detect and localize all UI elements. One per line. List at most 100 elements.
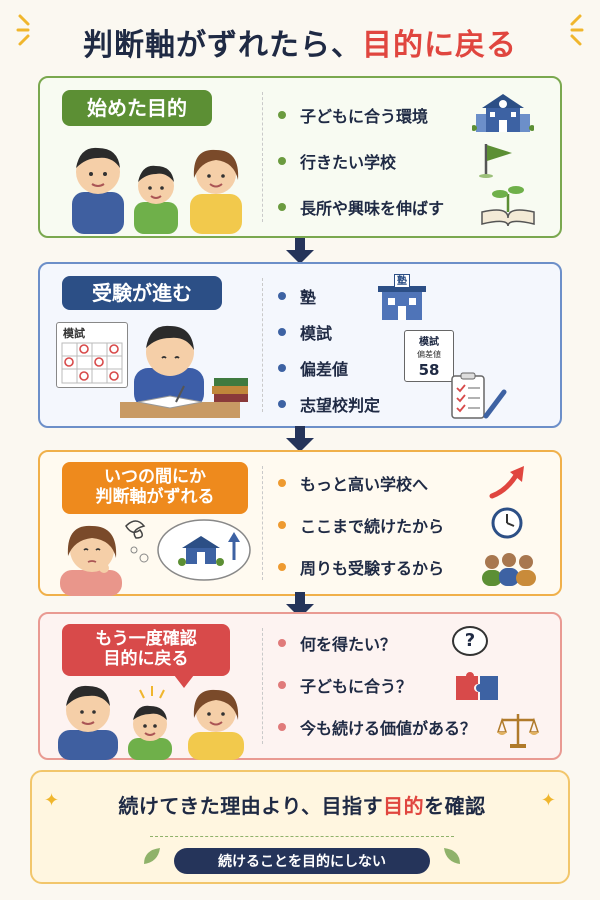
list-item: 模試 [278,314,380,350]
summary-text-after: を確認 [424,794,486,818]
sparkle-rays-icon [16,14,30,46]
summary-subtext: 続けることを目的にしない [174,848,430,874]
title-accent: 目的に戻る [362,28,517,63]
bullet-dot [278,681,286,689]
score-card-value: 58 [418,361,440,379]
item-text: ここまで続けたから [300,517,445,536]
item-text: 何を得たい？ [300,635,397,654]
bullet-dot [278,203,286,211]
bullet-dot [278,639,286,647]
clock-icon [491,507,523,539]
calendar-title: 模試 [63,327,85,340]
cram-school-sign: 塾 [394,274,410,288]
drift-section: いつの間にか 判断軸がずれる もっと高い学校へ ここまで続けたから 周りも受験す… [38,450,562,596]
calendar-board: 模試 [56,322,128,388]
bullet-dot [278,364,286,372]
leaf-icon [444,848,460,864]
drift-label-line1: いつの間にか [104,467,206,488]
list-item: 志望校判定 [278,386,380,422]
bullet-dot [278,521,286,529]
summary-text-accent: 目的 [383,794,425,818]
down-arrow-icon [286,426,314,452]
dashed-divider [150,836,454,837]
item-text: 塾 [300,288,317,307]
exam-list: 塾 模試 偏差値 志望校判定 [278,278,380,422]
sprout-book-icon [481,186,535,226]
rising-arrow-icon [489,466,524,499]
list-item: 塾 [278,278,380,314]
leaf-icon [144,848,160,864]
title-area: 判断軸がずれたら、目的に戻る [0,0,600,78]
bullet-dot [278,723,286,731]
section-divider [262,628,263,744]
section-divider [262,466,263,580]
sparkle-icon: ✦ [44,790,60,811]
list-item: 行きたい学校 [278,138,444,184]
purpose-list: 子どもに合う環境 行きたい学校 長所や興味を伸ばす [278,92,444,230]
summary-text: 続けてきた理由より、目指す目的を確認 [32,790,572,819]
exam-label: 受験が進む [62,276,222,310]
question-bubble-icon: ? [452,626,488,656]
family-illustration [72,147,242,234]
recheck-section: もう一度確認 目的に戻る 何を得たい？ 子どもに合う？ 今も続ける価値がある？ … [38,612,562,760]
recheck-list: 何を得たい？ 子どもに合う？ 今も続ける価値がある？ [278,622,476,748]
section-divider [262,92,263,222]
calendar-grid-icon [61,342,123,384]
balance-scale-icon [496,714,540,748]
bullet-dot [278,292,286,300]
bullet-dot [278,157,286,165]
item-text: 志望校判定 [300,396,381,415]
bullet-dot [278,479,286,487]
item-text: 長所や興味を伸ばす [300,199,445,218]
item-text: 偏差値 [300,360,349,379]
list-item: もっと高い学校へ [278,462,444,504]
question-mark: ? [464,630,476,651]
item-text: 行きたい学校 [300,153,397,172]
drift-label-line2: 判断軸がずれる [95,487,215,507]
item-text: 周りも受験するから [300,559,445,578]
list-item: 長所や興味を伸ばす [278,184,444,230]
drift-label: いつの間にか 判断軸がずれる [62,462,248,514]
page-title: 判断軸がずれたら、目的に戻る [0,20,600,64]
list-item: 周りも受験するから [278,546,444,588]
section-divider [262,278,263,412]
clipboard-check-icon [451,372,507,419]
sparkle-rays-icon [570,14,584,46]
exam-section: 受験が進む 模試 塾 模試 [38,262,562,428]
recheck-label-line1: もう一度確認 [95,629,197,650]
score-card-title: 模試 [419,337,439,348]
item-text: 模試 [300,324,333,343]
puzzle-icon [456,672,498,700]
family-talking-illustration [58,685,244,760]
sparkle-icon: ✦ [540,790,556,811]
bullet-dot [278,111,286,119]
summary-box: ✦ 続けてきた理由より、目指す目的を確認 ✦ 続けることを目的にしない [30,770,570,884]
list-item: 子どもに合う環境 [278,92,444,138]
studying-child-illustration [120,325,248,418]
bullet-dot [278,563,286,571]
purpose-label: 始めた目的 [62,90,212,126]
recheck-label: もう一度確認 目的に戻る [62,624,230,688]
people-group-icon [482,553,536,586]
score-card: 模試 偏差値 58 [404,330,454,382]
flag-icon [479,144,512,178]
drift-list: もっと高い学校へ ここまで続けたから 周りも受験するから [278,462,444,588]
school-building-icon [472,94,534,132]
cram-school-icon: 塾 [374,274,430,322]
purpose-section: 始めた目的 子どもに合う環境 行きたい学校 長所や興味を伸ばす [38,76,562,238]
list-item: 偏差値 [278,350,380,386]
item-text: 子どもに合う環境 [300,107,429,126]
down-arrow-icon [286,592,314,618]
score-card-label: 偏差値 [417,350,441,359]
recheck-label-line2: 目的に戻る [103,649,189,669]
list-item: 子どもに合う？ [278,664,476,706]
list-item: 今も続ける価値がある？ [278,706,476,748]
bullet-dot [278,400,286,408]
building-icon [378,286,426,320]
list-item: ここまで続けたから [278,504,444,546]
down-arrow-icon [286,238,314,264]
item-text: 子どもに合う？ [300,677,413,696]
item-text: もっと高い学校へ [300,475,429,494]
list-item: 何を得たい？ [278,622,476,664]
title-main: 判断軸がずれたら、 [83,28,362,63]
